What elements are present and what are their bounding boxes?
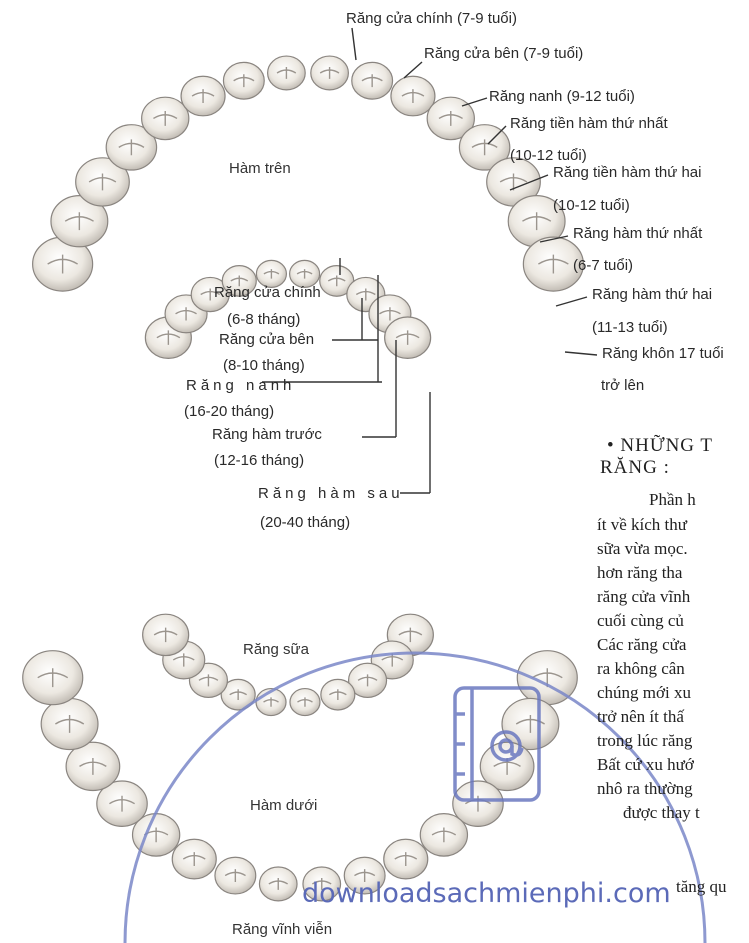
permanent-lower-tooth <box>41 698 98 749</box>
leader-line <box>565 352 597 355</box>
permanent-upper-tooth <box>311 56 349 90</box>
label-upper-jaw: Hàm trên <box>229 161 291 176</box>
label-primary-lateral-incisor-age: (8-10 tháng) <box>223 358 305 373</box>
permanent-lower-tooth <box>384 839 428 879</box>
permanent-lower-tooth <box>259 867 297 901</box>
leader-line <box>556 297 587 306</box>
label-second-molar: Răng hàm thứ hai <box>592 287 712 302</box>
label-wisdom-tooth-age: trở lên <box>601 378 644 393</box>
label-primary-canine: Răng nanh <box>186 378 295 393</box>
primary-lower-tooth <box>321 679 355 710</box>
label-first-premolar: Răng tiền hàm thứ nhất <box>510 116 668 131</box>
body-line: ít về kích thư <box>597 516 687 533</box>
label-primary-first-molar-age: (12-16 tháng) <box>214 453 304 468</box>
body-line: nhô ra thường <box>597 780 693 797</box>
permanent-lower-tooth <box>172 839 216 879</box>
primary-lower-arch <box>143 614 434 715</box>
body-line: Phần h <box>649 491 696 508</box>
permanent-upper-tooth <box>352 62 393 99</box>
label-primary-central-incisor-age: (6-8 tháng) <box>227 312 300 327</box>
body-line: trở nên ít thấ <box>597 708 684 725</box>
label-primary-central-incisor: Răng cửa chính <box>214 285 321 300</box>
label-permanent-canine: Răng nanh (9-12 tuổi) <box>489 89 635 104</box>
label-primary-second-molar: Răng hàm sau <box>258 486 404 501</box>
label-primary-canine-age: (16-20 tháng) <box>184 404 274 419</box>
body-line: sữa vừa mọc. <box>597 540 688 557</box>
permanent-upper-tooth <box>391 76 435 116</box>
body-line: tăng qu <box>676 878 727 895</box>
permanent-lower-tooth <box>420 814 467 856</box>
watermark-text: downloadsachmienphi.com <box>302 880 671 907</box>
label-permanent-teeth: Răng vĩnh viễn <box>232 922 332 937</box>
section-heading-line1: • NHỮNG T <box>607 436 713 455</box>
label-second-molar-age: (11-13 tuổi) <box>592 320 668 335</box>
leader-line <box>352 28 356 60</box>
primary-upper-tooth <box>385 317 431 358</box>
body-line: Bất cứ xu hướ <box>597 756 694 773</box>
body-line: được thay t <box>623 804 700 821</box>
body-line: Các răng cửa <box>597 636 686 653</box>
primary-lower-tooth <box>290 689 320 716</box>
label-primary-first-molar: Răng hàm trước <box>212 427 322 442</box>
label-second-premolar: Răng tiền hàm thứ hai <box>553 165 701 180</box>
body-line: trong lúc răng <box>597 732 692 749</box>
permanent-upper-tooth <box>181 76 225 116</box>
permanent-upper-tooth <box>142 97 189 139</box>
label-primary-teeth: Răng sữa <box>243 642 309 657</box>
section-heading-line2: RĂNG : <box>600 458 670 477</box>
label-primary-second-molar-age: (20-40 tháng) <box>260 515 350 530</box>
label-permanent-lateral-incisor: Răng cửa bên (7-9 tuổi) <box>424 46 583 61</box>
label-first-molar: Răng hàm thứ nhất <box>573 226 702 241</box>
permanent-upper-tooth <box>223 62 264 99</box>
primary-lower-tooth <box>143 614 189 655</box>
permanent-upper-tooth <box>268 56 306 90</box>
body-line: hơn răng tha <box>597 564 682 581</box>
label-second-premolar-age: (10-12 tuổi) <box>553 198 630 213</box>
body-line: chúng mới xu <box>597 684 691 701</box>
label-first-molar-age: (6-7 tuổi) <box>573 258 633 273</box>
body-line: cuối cùng củ <box>597 612 684 629</box>
leader-line <box>404 62 422 78</box>
permanent-lower-tooth <box>23 651 83 705</box>
body-line: răng cửa vĩnh <box>597 588 690 605</box>
body-line: ra không cân <box>597 660 685 677</box>
label-first-premolar-age: (10-12 tuổi) <box>510 148 587 163</box>
label-primary-lateral-incisor: Răng cửa bên <box>219 332 314 347</box>
label-wisdom-tooth: Răng khôn 17 tuổi <box>602 346 724 361</box>
label-lower-jaw: Hàm dưới <box>250 798 317 813</box>
permanent-lower-tooth <box>215 857 256 894</box>
label-permanent-central-incisor: Răng cửa chính (7-9 tuổi) <box>346 11 517 26</box>
